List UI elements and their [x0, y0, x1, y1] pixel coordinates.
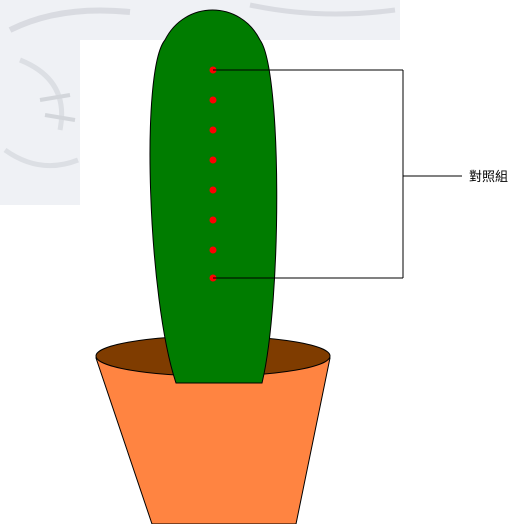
sample-dot	[210, 217, 217, 224]
sample-dot	[210, 187, 217, 194]
sample-dot	[210, 97, 217, 104]
sample-dot	[210, 157, 217, 164]
sample-dot	[210, 127, 217, 134]
cactus-body	[150, 10, 277, 383]
control-group-label: 對照組	[469, 170, 508, 185]
sample-dot	[210, 247, 217, 254]
